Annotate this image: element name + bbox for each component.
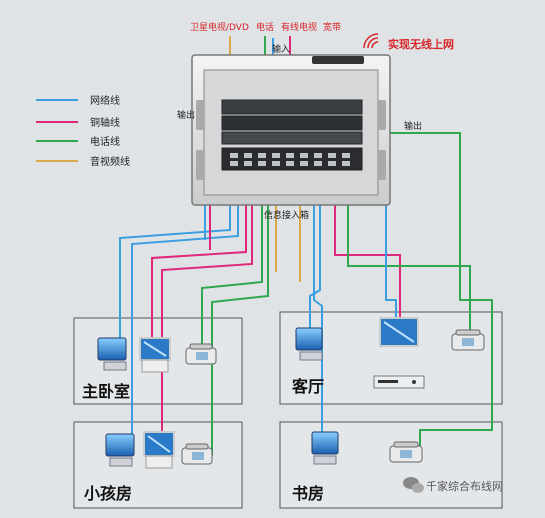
module-patch-panel xyxy=(221,147,363,171)
phone-wire-living xyxy=(347,175,471,338)
tv-icon xyxy=(143,431,175,469)
legend-label-av: 音视频线 xyxy=(90,155,130,168)
output-left-label: 输出 xyxy=(177,109,195,121)
info-access-box xyxy=(191,54,391,206)
module-switch xyxy=(221,115,363,131)
top-input-cable-tv: 有线电视 xyxy=(281,21,317,33)
dvd-player-icon xyxy=(373,375,425,389)
wifi-signal-icon xyxy=(363,33,379,49)
wechat-logo-icon xyxy=(403,477,424,493)
legend xyxy=(36,99,78,162)
info-box-label: 信息接入箱 xyxy=(264,209,309,221)
computer-icon xyxy=(105,433,135,467)
top-input-satellite-dvd: 卫星电视/DVD xyxy=(190,21,249,33)
phone-icon xyxy=(185,343,217,365)
network-wire-kids xyxy=(131,170,239,448)
computer-icon xyxy=(97,337,127,371)
tv-icon xyxy=(379,317,419,347)
legend-label-coax: 铜轴线 xyxy=(90,116,120,129)
top-input-phone: 电话 xyxy=(256,21,274,33)
watermark-text: 千家综合布线网 xyxy=(426,479,503,493)
coax-wire-living xyxy=(334,175,401,338)
room-label-kids-room: 小孩房 xyxy=(84,484,132,503)
module-coax-splitter xyxy=(221,131,363,145)
phone-icon xyxy=(451,329,485,351)
room-label-master-bedroom: 主卧室 xyxy=(82,382,130,401)
phone-wire-kids xyxy=(211,170,269,456)
module-router xyxy=(221,99,363,115)
phone-wire-master xyxy=(201,170,263,356)
room-label-living-room: 客厅 xyxy=(292,377,324,396)
wireless-label: 实现无线上网 xyxy=(388,37,454,51)
phone-icon xyxy=(181,443,213,465)
coax-wire-master xyxy=(151,170,247,346)
input-label: 输入 xyxy=(272,43,290,55)
phone-wire-study xyxy=(380,132,493,458)
top-input-broadband: 宽带 xyxy=(323,21,341,33)
legend-label-network: 网络线 xyxy=(90,94,120,107)
room-label-study: 书房 xyxy=(292,484,324,503)
network-wire-study xyxy=(313,175,323,452)
computer-icon xyxy=(311,431,339,465)
computer-icon xyxy=(295,327,323,361)
output-right-label: 输出 xyxy=(404,120,422,132)
tv-icon xyxy=(139,337,171,373)
router-antenna-unit xyxy=(312,56,364,64)
legend-label-phone: 电话线 xyxy=(90,135,120,148)
phone-icon xyxy=(389,441,423,463)
